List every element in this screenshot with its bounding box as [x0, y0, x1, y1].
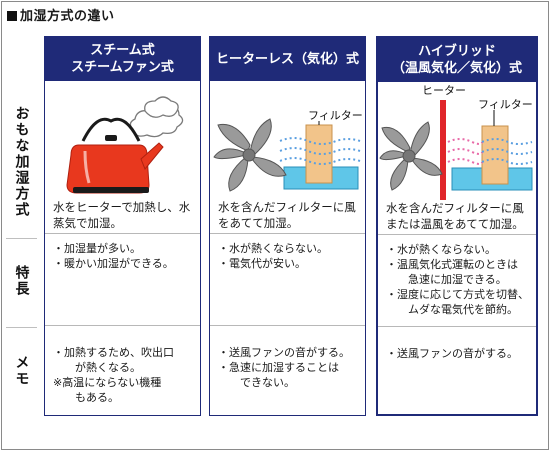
column-steam: スチーム式 スチームファン式 水をヒーターで加熱し、水蒸気で加湿。 ・加湿量が多…	[44, 36, 201, 416]
kettle-body	[66, 117, 164, 194]
section-divider	[378, 234, 536, 235]
section-divider	[378, 326, 536, 327]
fan-icon	[213, 118, 287, 192]
column-heaterless: ヒーターレス（気化）式 フィルター	[209, 36, 366, 416]
page-title: 加湿方式の違い	[7, 5, 115, 24]
column-header-line1: ハイブリッド	[418, 44, 496, 59]
fan-filter-icon: フィルター	[213, 109, 363, 192]
memo-list: ・加熱するため、吹出口 が熱くなる。 ※高温にならない機種 もある。	[53, 345, 196, 405]
feature-item: 急速に加湿できる。	[397, 273, 507, 286]
fan-heater-filter-icon: フィルター ヒーター	[379, 84, 533, 200]
method-description: 水を含んだフィルターに風または温風をあてて加湿。	[386, 201, 524, 231]
memo-item: が熱くなる。	[64, 361, 141, 374]
filter-label: フィルター	[478, 98, 533, 111]
column-header: ハイブリッド （温風気化／気化）式	[378, 38, 536, 82]
kettle-illustration	[45, 81, 200, 231]
feature-item: ・水が熱くならない。	[386, 243, 496, 256]
features-list: ・水が熱くならない。 ・温風気化式運転のときは 急速に加湿できる。 ・湿度に応じ…	[386, 242, 532, 317]
memo-list: ・送風ファンの音がする。 ・急速に加湿することは できない。	[218, 345, 361, 390]
memo-list: ・送風ファンの音がする。	[386, 346, 532, 361]
row-label-features-text: 特長	[13, 265, 30, 297]
features-list: ・加湿量が多い。 ・暖かい加湿ができる。	[53, 241, 196, 271]
memo-item: もある。	[64, 391, 119, 404]
cool-air-flow-icon	[481, 138, 533, 165]
column-header-line2: スチームファン式	[71, 60, 174, 75]
feature-item: ・電気代が安い。	[218, 257, 306, 270]
memo-item: ・送風ファンの音がする。	[386, 347, 518, 360]
column-header: スチーム式 スチームファン式	[45, 37, 200, 81]
section-divider	[45, 325, 200, 326]
feature-item: ・暖かい加湿ができる。	[53, 257, 174, 270]
column-header-line1: ヒーターレス（気化）式	[215, 51, 359, 67]
section-divider	[210, 325, 365, 326]
column-hybrid: ハイブリッド （温風気化／気化）式 フィルター ヒーター	[376, 36, 538, 416]
features-list: ・水が熱くならない。 ・電気代が安い。	[218, 241, 361, 271]
fan-icon	[379, 121, 443, 191]
memo-item: ・加熱するため、吹出口	[53, 346, 174, 359]
section-divider	[45, 233, 200, 234]
row-label-features: 特長	[6, 240, 37, 322]
steam-cloud-icon	[129, 96, 184, 138]
page-title-text: 加湿方式の違い	[20, 9, 115, 24]
square-bullet-icon	[7, 11, 17, 21]
row-label-method-text: おもな加湿方式	[13, 106, 30, 218]
warm-air-flow-icon	[447, 138, 483, 165]
method-description: 水を含んだフィルターに風をあてて加湿。	[218, 200, 356, 230]
filter-label: フィルター	[308, 109, 363, 122]
memo-item: ・送風ファンの音がする。	[218, 346, 350, 359]
heater-icon	[440, 100, 446, 200]
feature-item: ・水が熱くならない。	[218, 242, 328, 255]
feature-item: ・加湿量が多い。	[53, 242, 141, 255]
filter-icon	[481, 125, 509, 185]
memo-item: ・急速に加湿することは	[218, 361, 339, 374]
feature-item: ・温風気化式運転のときは	[386, 258, 518, 271]
row-label-memo-text: メモ	[13, 355, 30, 387]
vaporizer-illustration: フィルター	[210, 81, 365, 231]
heater-label: ヒーター	[422, 84, 466, 97]
feature-item: ・湿度に応じて方式を切替、	[386, 288, 529, 301]
kettle-icon	[66, 96, 184, 194]
column-header-line2: （温風気化／気化）式	[391, 61, 522, 76]
memo-item: ※高温にならない機種	[53, 376, 162, 389]
hybrid-illustration: フィルター ヒーター	[378, 82, 536, 232]
row-divider	[6, 327, 37, 328]
row-divider	[6, 238, 37, 239]
feature-item: ムダな電気代を節約。	[397, 303, 518, 316]
row-label-method: おもな加湿方式	[6, 92, 37, 232]
method-description: 水をヒーターで加熱し、水蒸気で加湿。	[53, 200, 191, 230]
section-divider	[210, 233, 365, 234]
memo-item: できない。	[229, 376, 295, 389]
column-header: ヒーターレス（気化）式	[210, 37, 365, 81]
row-label-memo: メモ	[6, 330, 37, 412]
column-header-line1: スチーム式	[90, 43, 155, 58]
